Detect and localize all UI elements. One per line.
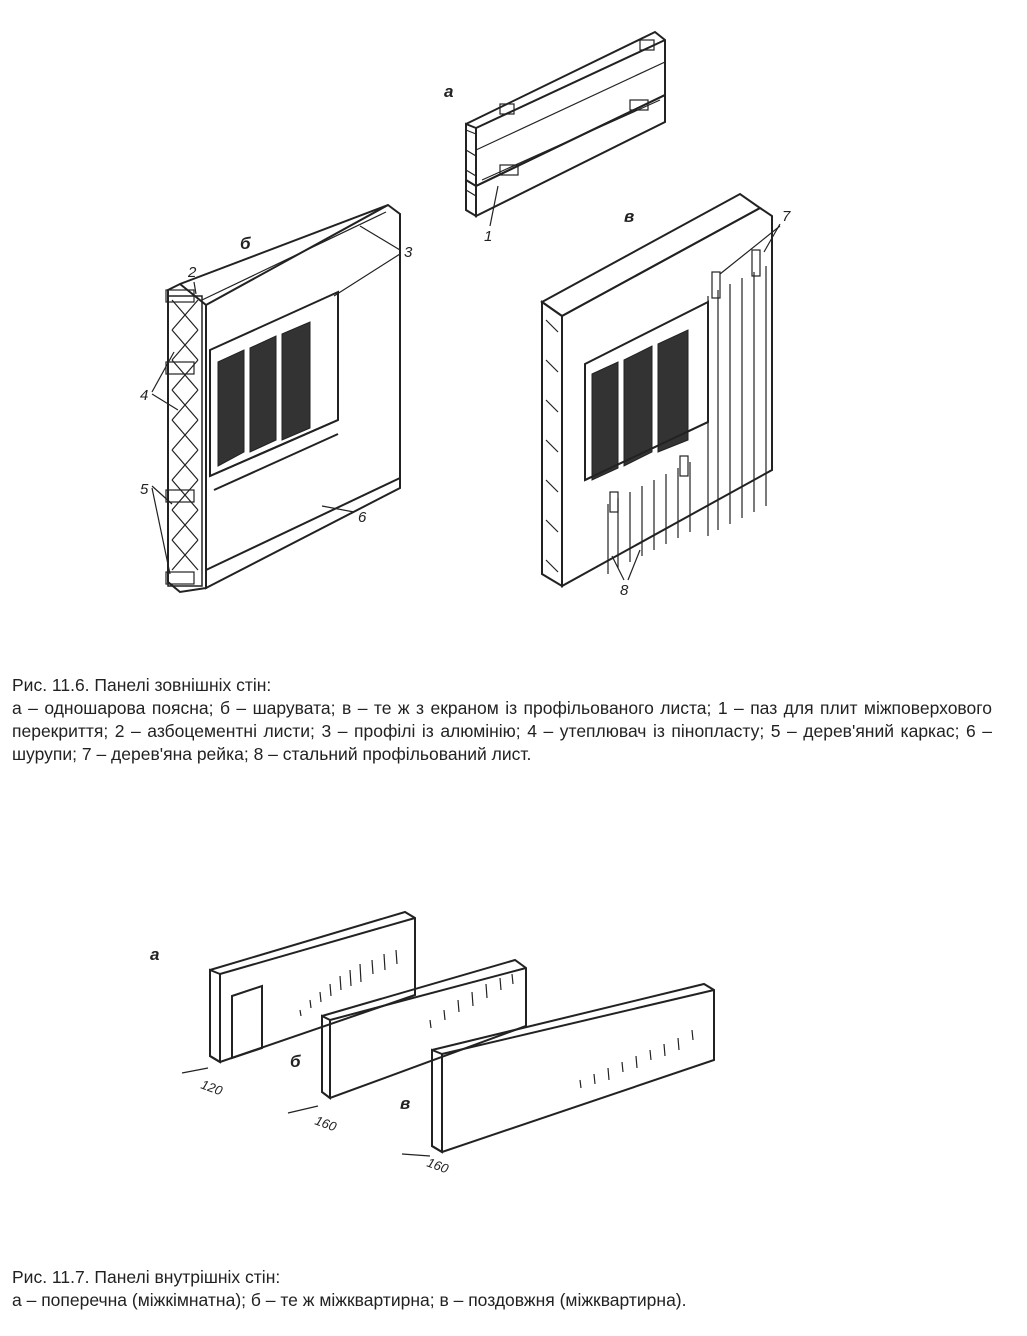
callout-8: 8 [620, 582, 629, 599]
callout-3: 3 [404, 244, 413, 261]
callout-5: 5 [140, 481, 149, 498]
inner-panel-b-label: б [290, 1052, 301, 1071]
inner-panel-a-label: а [150, 945, 159, 964]
figure-11-7-caption: Рис. 11.7. Панелі внутрішніх стін: а – п… [12, 1266, 992, 1312]
panel-v-drawing [540, 192, 773, 588]
dim-a: 120 [199, 1077, 225, 1099]
callout-4: 4 [140, 387, 148, 404]
figure-11-6-caption: Рис. 11.6. Панелі зовнішніх стін: а – од… [12, 674, 992, 766]
caption-body: а – поперечна (міжкімнатна); б – те ж мі… [12, 1290, 687, 1310]
callout-6: 6 [358, 509, 367, 526]
caption-body: а – одношарова поясна; б – шарувата; в –… [12, 698, 992, 764]
dim-v: 160 [425, 1155, 451, 1177]
caption-title: Рис. 11.7. Панелі внутрішніх стін: [12, 1267, 281, 1287]
panel-a-label: а [444, 82, 453, 101]
callout-1: 1 [484, 228, 492, 245]
figure-11-7-drawing: а 120 б 160 в 160 [150, 910, 715, 1177]
figure-11-7: а 120 б 160 в 160 [0, 880, 1027, 1210]
panel-b-drawing [165, 203, 401, 594]
figure-11-6: а 1 б 2 3 4 5 6 [0, 0, 1027, 640]
caption-title: Рис. 11.6. Панелі зовнішніх стін: [12, 675, 272, 695]
callout-2: 2 [187, 264, 197, 281]
panel-a-drawing [465, 30, 666, 218]
panel-b-label: б [240, 234, 251, 253]
figure-11-6-drawing: а 1 б 2 3 4 5 6 [140, 30, 791, 599]
inner-panel-v-drawing [431, 982, 715, 1154]
inner-panel-b-drawing [321, 958, 527, 1100]
panel-v-label: в [624, 207, 634, 226]
dim-b: 160 [313, 1113, 339, 1135]
callout-7: 7 [782, 208, 791, 225]
inner-panel-a-drawing [209, 910, 416, 1064]
inner-panel-v-label: в [400, 1094, 410, 1113]
